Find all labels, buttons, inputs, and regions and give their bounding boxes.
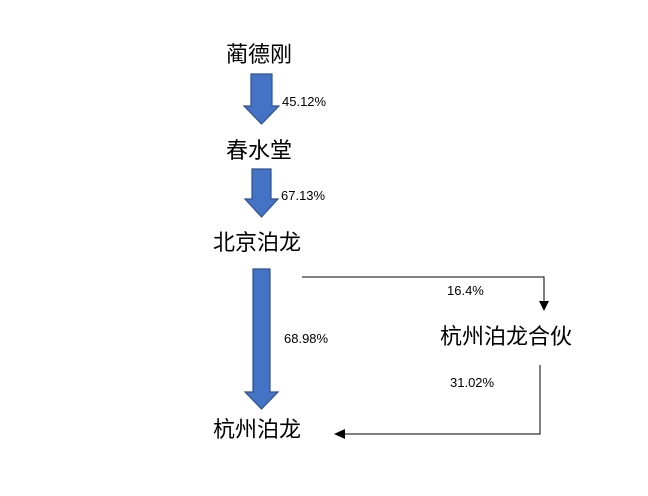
down-arrow-icon bbox=[243, 168, 280, 218]
edge-label-percentage: 16.4% bbox=[447, 283, 484, 298]
edge-label-percentage: 31.02% bbox=[450, 375, 495, 390]
connector-line bbox=[344, 365, 541, 435]
node-beijing-bolong: 北京泊龙 bbox=[213, 231, 302, 256]
down-arrow-icon bbox=[242, 73, 281, 125]
down-arrow-icon bbox=[243, 268, 280, 410]
node-lindegang: 蔺德刚 bbox=[226, 43, 293, 68]
connector-line bbox=[302, 276, 545, 302]
edge-label-percentage: 67.13% bbox=[281, 188, 326, 203]
arrowhead-icon bbox=[539, 301, 549, 311]
edge-label-percentage: 45.12% bbox=[282, 94, 327, 109]
node-hangzhou-bolong: 杭州泊龙 bbox=[213, 418, 302, 443]
node-chunshuitang: 春水堂 bbox=[226, 139, 293, 164]
arrowhead-icon bbox=[334, 429, 345, 439]
node-hangzhou-bolong-partnership: 杭州泊龙合伙 bbox=[440, 325, 573, 350]
edge-label-percentage: 68.98% bbox=[284, 331, 329, 346]
